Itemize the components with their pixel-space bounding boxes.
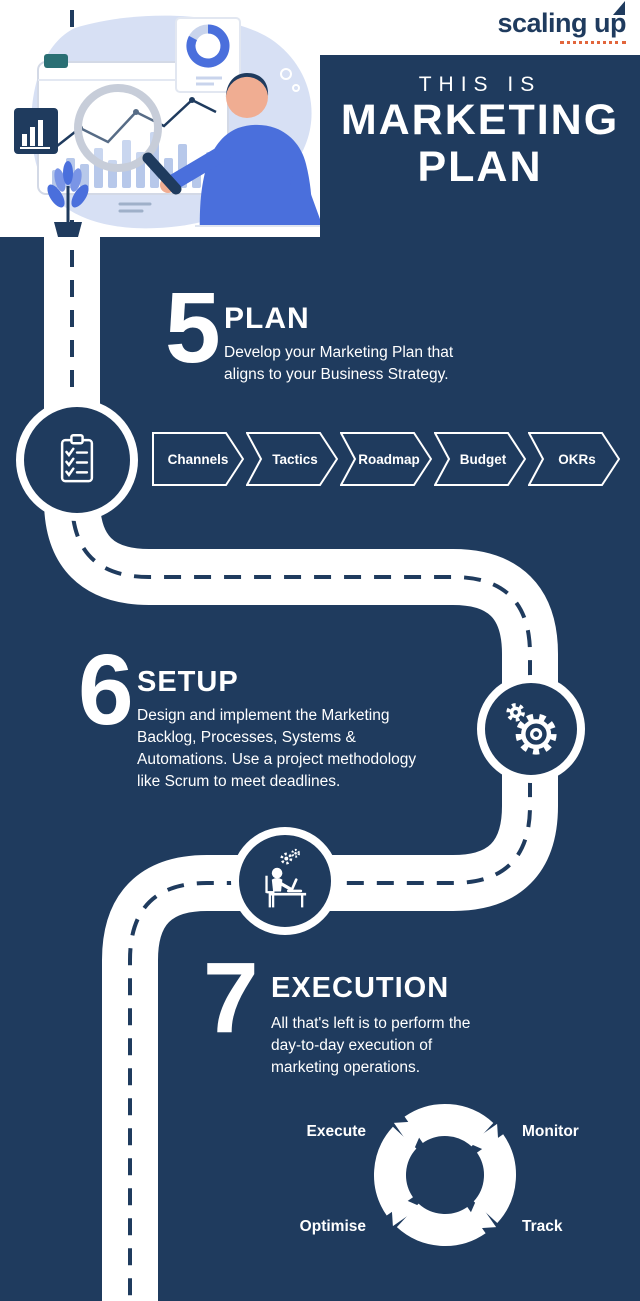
step-6-number: 6 <box>78 634 134 746</box>
step-5-title: PLAN <box>224 302 310 335</box>
chevron-label: Tactics <box>272 451 318 467</box>
step-6-description: Design and implement the Marketing Backl… <box>137 707 417 790</box>
cycle-label-execute: Execute <box>306 1123 366 1140</box>
step-7-description: All that's left is to perform the day-to… <box>271 1015 471 1076</box>
cycle-diagram <box>374 1104 516 1246</box>
chevron-budget: Budget <box>434 432 526 486</box>
cycle-label-monitor: Monitor <box>522 1123 579 1140</box>
chevron-roadmap: Roadmap <box>340 432 432 486</box>
checklist-icon <box>60 433 94 483</box>
donut-chart-card-illustration <box>175 17 241 93</box>
chevron-tactics: Tactics <box>246 432 338 486</box>
step-7-number: 7 <box>203 942 259 1054</box>
page-title-line2: PLAN <box>417 143 543 192</box>
plan-chevron-row: Channels Tactics Roadmap Budget OKRs <box>152 432 620 486</box>
chevron-label: OKRs <box>558 451 596 467</box>
header-kicker: THIS IS <box>418 73 542 96</box>
chevron-label: Roadmap <box>358 451 420 467</box>
chevron-label: Channels <box>167 451 229 467</box>
person-working-icon <box>265 848 307 908</box>
chevron-channels: Channels <box>152 432 244 486</box>
bar-chart-tile-icon <box>14 108 58 154</box>
page-title-line1: MARKETING <box>340 96 620 144</box>
logo-tagline <box>560 41 626 44</box>
plan-step-circle <box>16 399 138 521</box>
step-5-description: Develop your Marketing Plan that aligns … <box>224 344 454 383</box>
gears-icon <box>506 703 557 755</box>
execution-step-circle <box>231 827 339 935</box>
cycle-label-track: Track <box>522 1218 563 1235</box>
step-5-number: 5 <box>165 272 221 384</box>
logo-sail-icon <box>613 1 625 15</box>
chevron-okrs: OKRs <box>528 432 620 486</box>
logo-text: scaling up <box>497 8 626 38</box>
title-block: THIS IS MARKETING PLAN <box>320 55 640 237</box>
step-7-title: EXECUTION <box>271 972 450 1004</box>
cycle-label-optimise: Optimise <box>299 1218 366 1235</box>
scaling-up-logo: scaling up <box>497 1 626 44</box>
step-6-title: SETUP <box>137 666 239 698</box>
setup-step-circle <box>477 675 585 783</box>
chevron-label: Budget <box>459 451 507 467</box>
